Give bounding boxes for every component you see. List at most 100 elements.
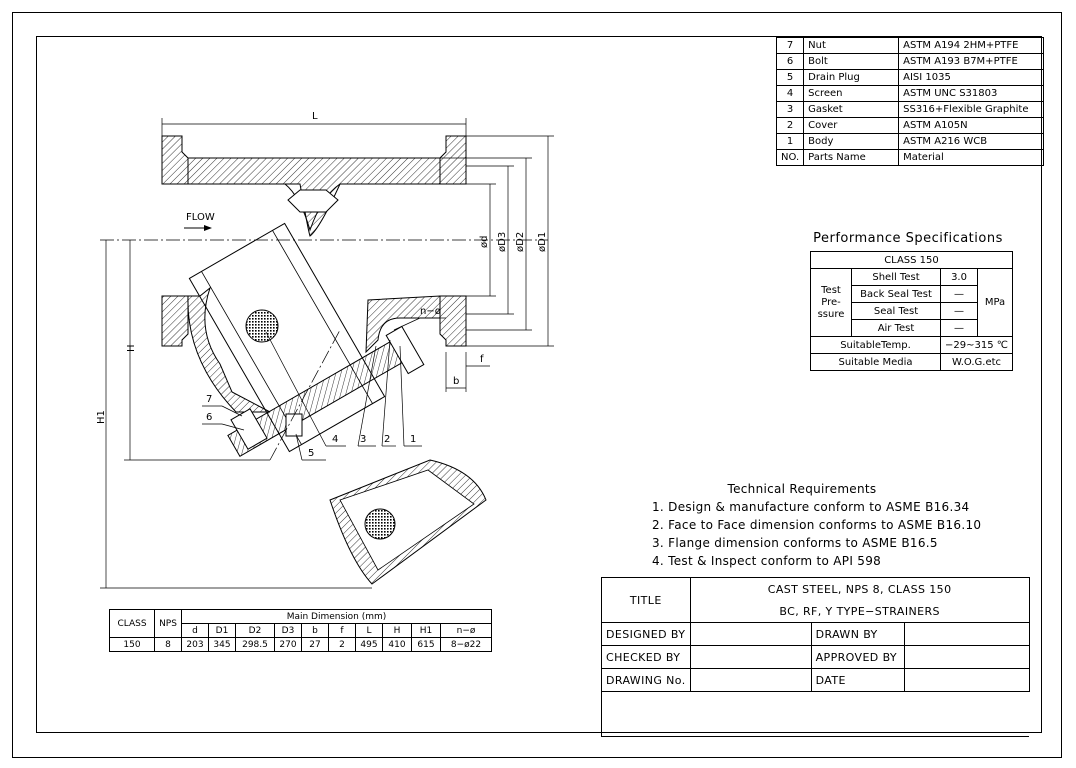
dims-value: 615 [411,637,441,652]
perf-media-label: Suitable Media [810,353,941,371]
dims-value: 27 [301,637,329,652]
date-label: DATE [810,668,905,692]
parts-header-material: Material [898,149,1045,166]
dims-value: 410 [382,637,412,652]
flow-arrow [184,225,212,231]
dims-column-header: D3 [274,623,302,638]
callout-leaders [202,317,446,461]
title-label: TITLE [601,577,691,623]
bolt-nut-right [385,325,425,375]
parts-name: Bolt [803,53,900,70]
callout-1: 1 [410,434,416,445]
title-block: TITLE CAST STEEL, NPS 8, CLASS 150 BC, R… [601,577,1030,737]
drawing-no-label: DRAWING No. [601,668,691,692]
callout-7: 7 [206,394,212,405]
dims-main-header: Main Dimension (mm) [181,609,492,624]
technical-item: 2. Face to Face dimension conforms to AS… [652,518,982,532]
parts-no: 6 [775,53,805,70]
perf-temp-value: −29~315 ℃ [940,336,1013,354]
title-block-blank [601,691,1030,737]
dims-column-header: d [181,623,209,638]
technical-requirements: Technical Requirements 1. Design & manuf… [652,480,981,570]
technical-item: 3. Flange dimension conforms to ASME B16… [652,536,938,550]
dims-nps-header: NPS [154,609,182,638]
performance-title: Performance Specifications [813,231,1003,246]
dims-value: 270 [274,637,302,652]
dims-value: 345 [208,637,236,652]
center-lines [100,239,548,461]
parts-header-name: Parts Name [803,149,900,166]
dims-value: 8−ø22 [440,637,492,652]
dims-class-header: CLASS [109,609,155,638]
dims-column-header: H [382,623,412,638]
parts-header-row: NO. Parts Name Material [775,149,1045,166]
title-line-1: CAST STEEL, NPS 8, CLASS 150 [689,577,1030,600]
dim-label-d: ød [479,236,490,248]
perf-unit: MPa [977,268,1013,337]
dims-column-header: D2 [235,623,275,638]
sheet-outer-border [12,12,1062,758]
dims-column-header: f [328,623,356,638]
perf-test-value: — [939,319,979,337]
perf-test-name: Shell Test [851,268,941,286]
drawn-by-value [903,622,1030,646]
drawing-no-value [689,668,812,692]
body-shell [187,157,441,413]
parts-no: 2 [775,117,805,134]
screen-detail-view [329,459,487,585]
callout-4: 4 [332,434,338,445]
title-line-2: BC, RF, Y TYPE−STRAINERS [689,600,1030,623]
dim-label-f: f [480,354,484,365]
parts-material: AISI 1035 [898,69,1045,86]
perf-temp-label: SuitableTemp. [810,336,941,354]
screen-mesh-symbol [245,309,279,343]
checked-by-value [689,645,812,669]
dims-class-value: 150 [109,637,155,652]
technical-item: 1. Design & manufacture conform to ASME … [652,500,970,514]
parts-no: 3 [775,101,805,118]
performance-table: CLASS 150 Test Pre- ssure Shell Test 3.0… [810,251,1013,371]
parts-name: Cover [803,117,900,134]
parts-material: ASTM A193 B7M+PTFE [898,53,1045,70]
dims-value: 298.5 [235,637,275,652]
dim-label-L: L [312,111,318,122]
parts-material: ASTM A194 2HM+PTFE [898,37,1045,54]
drawn-by-label: DRAWN BY [810,622,905,646]
perf-class: CLASS 150 [810,251,1013,269]
parts-header-no: NO. [775,149,805,166]
flow-label: FLOW [186,212,215,223]
parts-material: ASTM A105N [898,117,1045,134]
perf-media-value: W.O.G.etc [940,353,1013,371]
dims-column-header: L [355,623,383,638]
parts-name: Screen [803,85,900,102]
dim-label-D2: øD2 [515,232,526,252]
callout-6: 6 [206,412,212,423]
callout-3: 3 [360,434,366,445]
approved-by-value [903,645,1030,669]
dim-label-n-phi: n−ø [420,306,441,317]
left-flange [161,135,189,347]
parts-name: Gasket [803,101,900,118]
checked-by-label: CHECKED BY [601,645,691,669]
dims-column-header: D1 [208,623,236,638]
perf-test-label: Test Pre- ssure [810,268,852,337]
perf-test-name: Air Test [851,319,941,337]
dims-column-header: b [301,623,329,638]
dims-column-header: n−ø [440,623,492,638]
dim-label-H: H [126,344,137,352]
parts-no: 1 [775,133,805,150]
designed-by-value [689,622,812,646]
technical-title: Technical Requirements [727,482,877,496]
dims-value: 203 [181,637,209,652]
date-value [903,668,1030,692]
parts-name: Drain Plug [803,69,900,86]
dim-label-b: b [453,376,459,387]
parts-name: Nut [803,37,900,54]
